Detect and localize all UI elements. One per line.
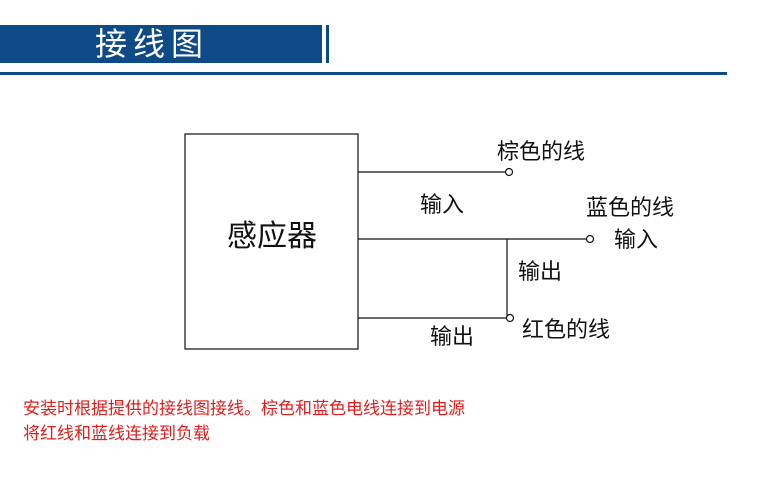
instruction-line-1: 安装时根据提供的接线图接线。棕色和蓝色电线连接到电源 — [23, 399, 465, 419]
blue-wire-name: 蓝色的线 — [586, 196, 675, 221]
instruction-line-2: 将红线和蓝线连接到负载 — [23, 424, 210, 444]
brown-wire-role: 输入 — [420, 193, 465, 218]
header-underline — [0, 72, 727, 75]
tap-role: 输出 — [518, 260, 563, 285]
brown-wire-name: 棕色的线 — [497, 140, 586, 165]
sensor-label: 感应器 — [227, 219, 317, 254]
page-title: 接线图 — [95, 25, 210, 63]
sensor-box — [184, 133, 359, 350]
red-wire-name: 红色的线 — [522, 318, 611, 343]
brown-wire-terminal — [504, 167, 514, 177]
red-wire-role: 输出 — [430, 325, 475, 350]
header-divider-tick — [326, 25, 329, 63]
blue-wire-terminal — [585, 234, 595, 244]
red-wire-terminal — [505, 313, 515, 323]
blue-wire-role: 输入 — [614, 228, 659, 253]
header-bar — [0, 25, 322, 63]
